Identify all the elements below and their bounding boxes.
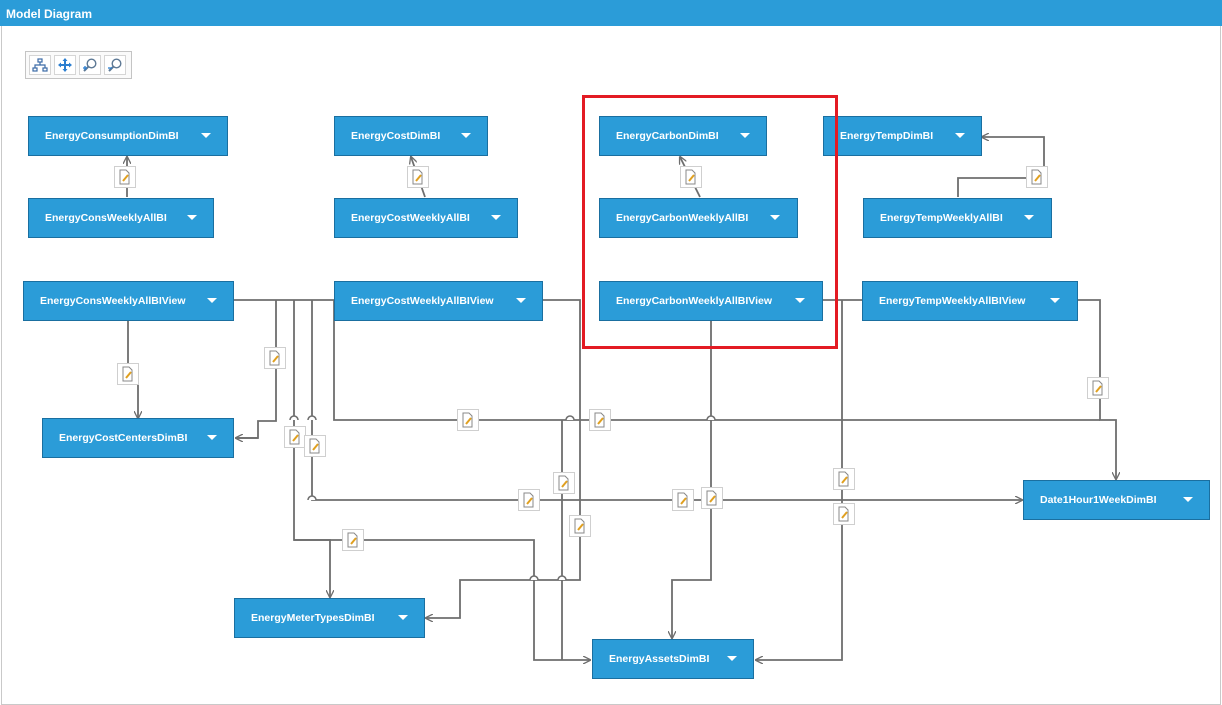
table-node-energy-cost-dim[interactable]: EnergyCostDimBI <box>334 116 488 156</box>
table-node-date-1hour-1week-dim[interactable]: Date1Hour1WeekDimBI <box>1023 480 1210 520</box>
diagram-toolbar <box>25 51 132 79</box>
table-node-energy-carbon-weekly[interactable]: EnergyCarbonWeeklyAllBI <box>599 198 798 238</box>
chevron-down-icon[interactable] <box>516 298 526 303</box>
table-node-energy-cost-weekly-view[interactable]: EnergyCostWeeklyAllBIView <box>334 281 543 321</box>
table-node-energy-carbon-dim[interactable]: EnergyCarbonDimBI <box>599 116 767 156</box>
relationship-edit-icon[interactable] <box>672 489 694 511</box>
table-node-energy-temp-weekly[interactable]: EnergyTempWeeklyAllBI <box>863 198 1052 238</box>
relationship-edit-icon[interactable] <box>589 409 611 431</box>
relationship-edit-icon[interactable] <box>1026 166 1048 188</box>
relationship-edit-icon[interactable] <box>264 347 286 369</box>
chevron-down-icon[interactable] <box>795 298 805 303</box>
table-node-label: EnergyConsWeeklyAllBIView <box>40 295 186 307</box>
zoom-in-icon[interactable] <box>79 55 101 75</box>
pan-move-icon[interactable] <box>54 55 76 75</box>
chevron-down-icon[interactable] <box>207 435 217 440</box>
table-node-energy-assets-dim[interactable]: EnergyAssetsDimBI <box>592 639 754 679</box>
table-node-energy-cons-weekly[interactable]: EnergyConsWeeklyAllBI <box>28 198 214 238</box>
table-node-energy-consumption-dim[interactable]: EnergyConsumptionDimBI <box>28 116 228 156</box>
chevron-down-icon[interactable] <box>398 615 408 620</box>
relationship-edit-icon[interactable] <box>518 489 540 511</box>
chevron-down-icon[interactable] <box>1050 298 1060 303</box>
table-node-energy-carbon-weekly-view[interactable]: EnergyCarbonWeeklyAllBIView <box>599 281 823 321</box>
zoom-out-icon[interactable] <box>104 55 126 75</box>
relationship-edit-icon[interactable] <box>304 435 326 457</box>
chevron-down-icon[interactable] <box>955 133 965 138</box>
table-node-label: EnergyCostCentersDimBI <box>59 432 188 444</box>
relationship-edit-icon[interactable] <box>833 503 855 525</box>
relationship-edit-icon[interactable] <box>114 166 136 188</box>
relationship-edit-icon[interactable] <box>284 426 306 448</box>
table-node-label: EnergyCostDimBI <box>351 130 441 142</box>
window-title-bar: Model Diagram <box>0 0 1222 26</box>
table-node-label: EnergyConsWeeklyAllBI <box>45 212 167 224</box>
table-node-label: EnergyMeterTypesDimBI <box>251 612 375 624</box>
chevron-down-icon[interactable] <box>740 133 750 138</box>
chevron-down-icon[interactable] <box>187 215 197 220</box>
table-node-label: EnergyCarbonDimBI <box>616 130 719 142</box>
table-node-energy-cost-weekly[interactable]: EnergyCostWeeklyAllBI <box>334 198 518 238</box>
table-node-label: EnergyCostWeeklyAllBI <box>351 212 470 224</box>
relationship-edit-icon[interactable] <box>680 166 702 188</box>
table-node-label: EnergyTempWeeklyAllBI <box>880 212 1003 224</box>
chevron-down-icon[interactable] <box>207 298 217 303</box>
relationship-edit-icon[interactable] <box>1087 377 1109 399</box>
table-node-label: EnergyCostWeeklyAllBIView <box>351 295 494 307</box>
hierarchy-layout-icon[interactable] <box>29 55 51 75</box>
table-node-energy-cost-centers-dim[interactable]: EnergyCostCentersDimBI <box>42 418 234 458</box>
relationship-edit-icon[interactable] <box>407 166 429 188</box>
chevron-down-icon[interactable] <box>461 133 471 138</box>
chevron-down-icon[interactable] <box>727 656 737 661</box>
table-node-label: EnergyAssetsDimBI <box>609 653 710 665</box>
relationship-edit-icon[interactable] <box>117 363 139 385</box>
table-node-energy-temp-dim[interactable]: EnergyTempDimBI <box>823 116 982 156</box>
window-title: Model Diagram <box>6 7 93 21</box>
chevron-down-icon[interactable] <box>491 215 501 220</box>
table-node-energy-temp-weekly-view[interactable]: EnergyTempWeeklyAllBIView <box>862 281 1078 321</box>
table-node-label: EnergyConsumptionDimBI <box>45 130 179 142</box>
relationship-edit-icon[interactable] <box>553 472 575 494</box>
table-node-energy-meter-types-dim[interactable]: EnergyMeterTypesDimBI <box>234 598 425 638</box>
chevron-down-icon[interactable] <box>201 133 211 138</box>
table-node-label: Date1Hour1WeekDimBI <box>1040 494 1157 506</box>
relationship-edit-icon[interactable] <box>457 409 479 431</box>
table-node-label: EnergyTempDimBI <box>840 130 934 142</box>
table-node-label: EnergyCarbonWeeklyAllBIView <box>616 295 772 307</box>
relationship-edit-icon[interactable] <box>833 468 855 490</box>
relationship-edit-icon[interactable] <box>701 487 723 509</box>
chevron-down-icon[interactable] <box>1024 215 1034 220</box>
table-node-energy-cons-weekly-view[interactable]: EnergyConsWeeklyAllBIView <box>23 281 234 321</box>
chevron-down-icon[interactable] <box>1183 497 1193 502</box>
relationship-edit-icon[interactable] <box>342 529 364 551</box>
table-node-label: EnergyCarbonWeeklyAllBI <box>616 212 749 224</box>
chevron-down-icon[interactable] <box>770 215 780 220</box>
highlight-annotation-box <box>582 95 838 349</box>
relationship-edit-icon[interactable] <box>569 515 591 537</box>
table-node-label: EnergyTempWeeklyAllBIView <box>879 295 1026 307</box>
